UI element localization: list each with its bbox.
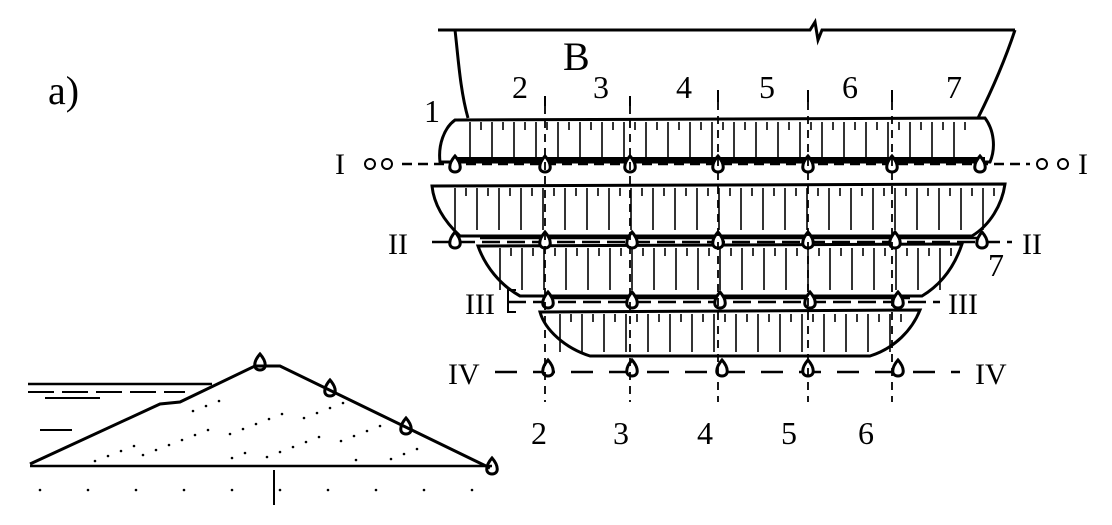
panel-label: a): [48, 68, 79, 113]
cross-section: [28, 364, 492, 505]
top-number-5: 5: [759, 69, 775, 105]
top-number-3: 3: [593, 69, 609, 105]
bottom-number-3: 3: [613, 415, 629, 451]
strip-4: [538, 308, 923, 358]
top-number-6: 6: [842, 69, 858, 105]
row-I-right-label: I: [1078, 148, 1088, 181]
top-number-2: 2: [512, 69, 528, 105]
top-number-4: 4: [676, 69, 692, 105]
strip-3: [475, 242, 965, 298]
section-lines: [544, 102, 893, 402]
channel-outline: [438, 17, 1017, 119]
side-number-7: 7: [988, 247, 1004, 283]
row-IV-right-label: IV: [975, 358, 1007, 391]
row-III-left-label: III: [465, 288, 495, 321]
bottom-number-6: 6: [858, 415, 874, 451]
strip-1: [438, 116, 995, 164]
strip-2: [430, 182, 1007, 238]
top-section-numbers: 1 2 3 4 5 6 7: [424, 69, 962, 129]
bottom-number-5: 5: [781, 415, 797, 451]
top-number-1: 1: [424, 93, 440, 129]
row-I-left-label: I: [335, 148, 345, 181]
row-IV-left-label: IV: [448, 358, 480, 391]
bottom-section-numbers: 2 3 4 5 6: [531, 415, 874, 451]
bottom-number-4: 4: [697, 415, 713, 451]
row-III-right-label: III: [948, 288, 978, 321]
row-II-left-label: II: [388, 228, 408, 261]
channel-width-label: B: [563, 34, 590, 79]
top-number-7: 7: [946, 69, 962, 105]
bottom-number-2: 2: [531, 415, 547, 451]
row-II-right-label: II: [1022, 228, 1042, 261]
